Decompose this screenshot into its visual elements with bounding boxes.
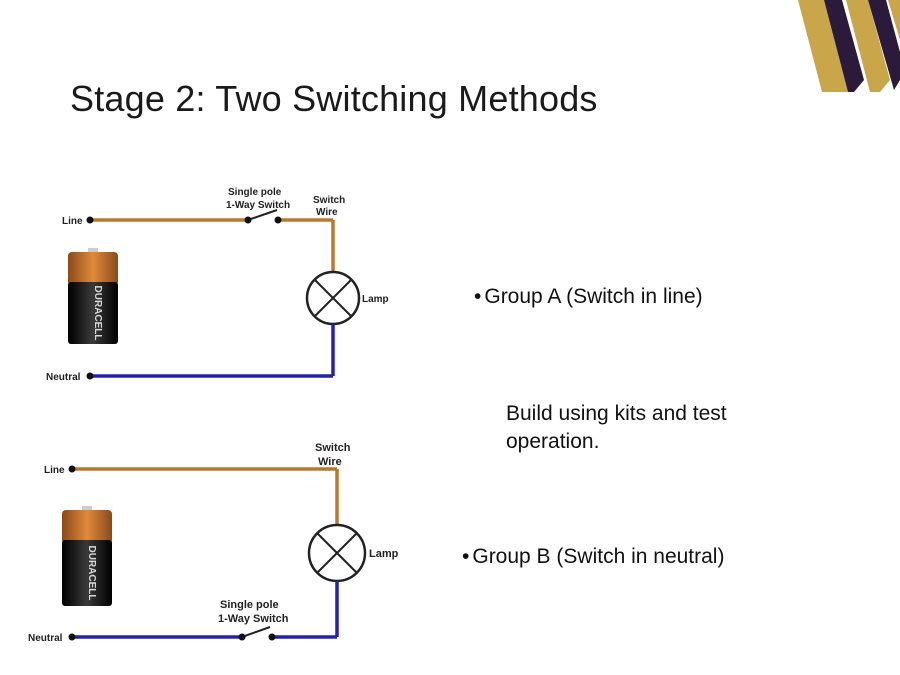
neutral-label: Neutral <box>46 372 81 383</box>
switch-label-line1: Single pole <box>228 187 282 198</box>
bullet-dot: • <box>474 285 482 308</box>
switch-wire-label-line2: Wire <box>316 207 338 218</box>
bullet-text: Group B (Switch in neutral) <box>472 545 725 568</box>
switch-wire-label-line1: Switch <box>313 195 345 206</box>
battery-icon: DURACELL <box>62 506 112 606</box>
bullet-group-b: •Group B (Switch in neutral) <box>462 545 724 569</box>
switch-label-line2: 1-Way Switch <box>226 200 290 211</box>
line-label: Line <box>62 216 83 227</box>
neutral-wire <box>90 324 335 378</box>
single-pole-switch <box>238 626 276 641</box>
lamp-icon <box>307 523 367 583</box>
lamp-label: Lamp <box>362 294 389 305</box>
battery-brand: DURACELL <box>92 286 103 341</box>
w-logo-icon <box>798 0 900 92</box>
switch-wire-label-line2: Wire <box>318 456 342 468</box>
switch-label-line2: 1-Way Switch <box>218 613 289 625</box>
line-label: Line <box>44 465 65 476</box>
bullet-dot: • <box>462 545 470 568</box>
bullet-group-a: •Group A (Switch in line) <box>474 285 703 309</box>
battery-brand: DURACELL <box>86 546 97 601</box>
instruction-text: Build using kits and test operation. <box>506 402 727 453</box>
lamp-label: Lamp <box>369 548 399 560</box>
neutral-label: Neutral <box>28 633 63 644</box>
neutral-wire <box>72 581 339 639</box>
lamp-icon <box>305 270 361 326</box>
battery-icon: DURACELL <box>68 248 118 344</box>
diagram-b: DURACELL Line Neutral Single pole 1-Way … <box>28 442 399 644</box>
page-title: Stage 2: Two Switching Methods <box>70 78 598 119</box>
live-wire <box>90 218 335 272</box>
live-wire <box>72 467 339 526</box>
single-pole-switch <box>244 209 282 224</box>
diagram-a: DURACELL Line Neutral Single pole 1-Way … <box>46 187 389 383</box>
switch-label-line1: Single pole <box>220 599 279 611</box>
switch-wire-label-line1: Switch <box>315 442 351 454</box>
bullet-text: Group A (Switch in line) <box>484 285 703 308</box>
